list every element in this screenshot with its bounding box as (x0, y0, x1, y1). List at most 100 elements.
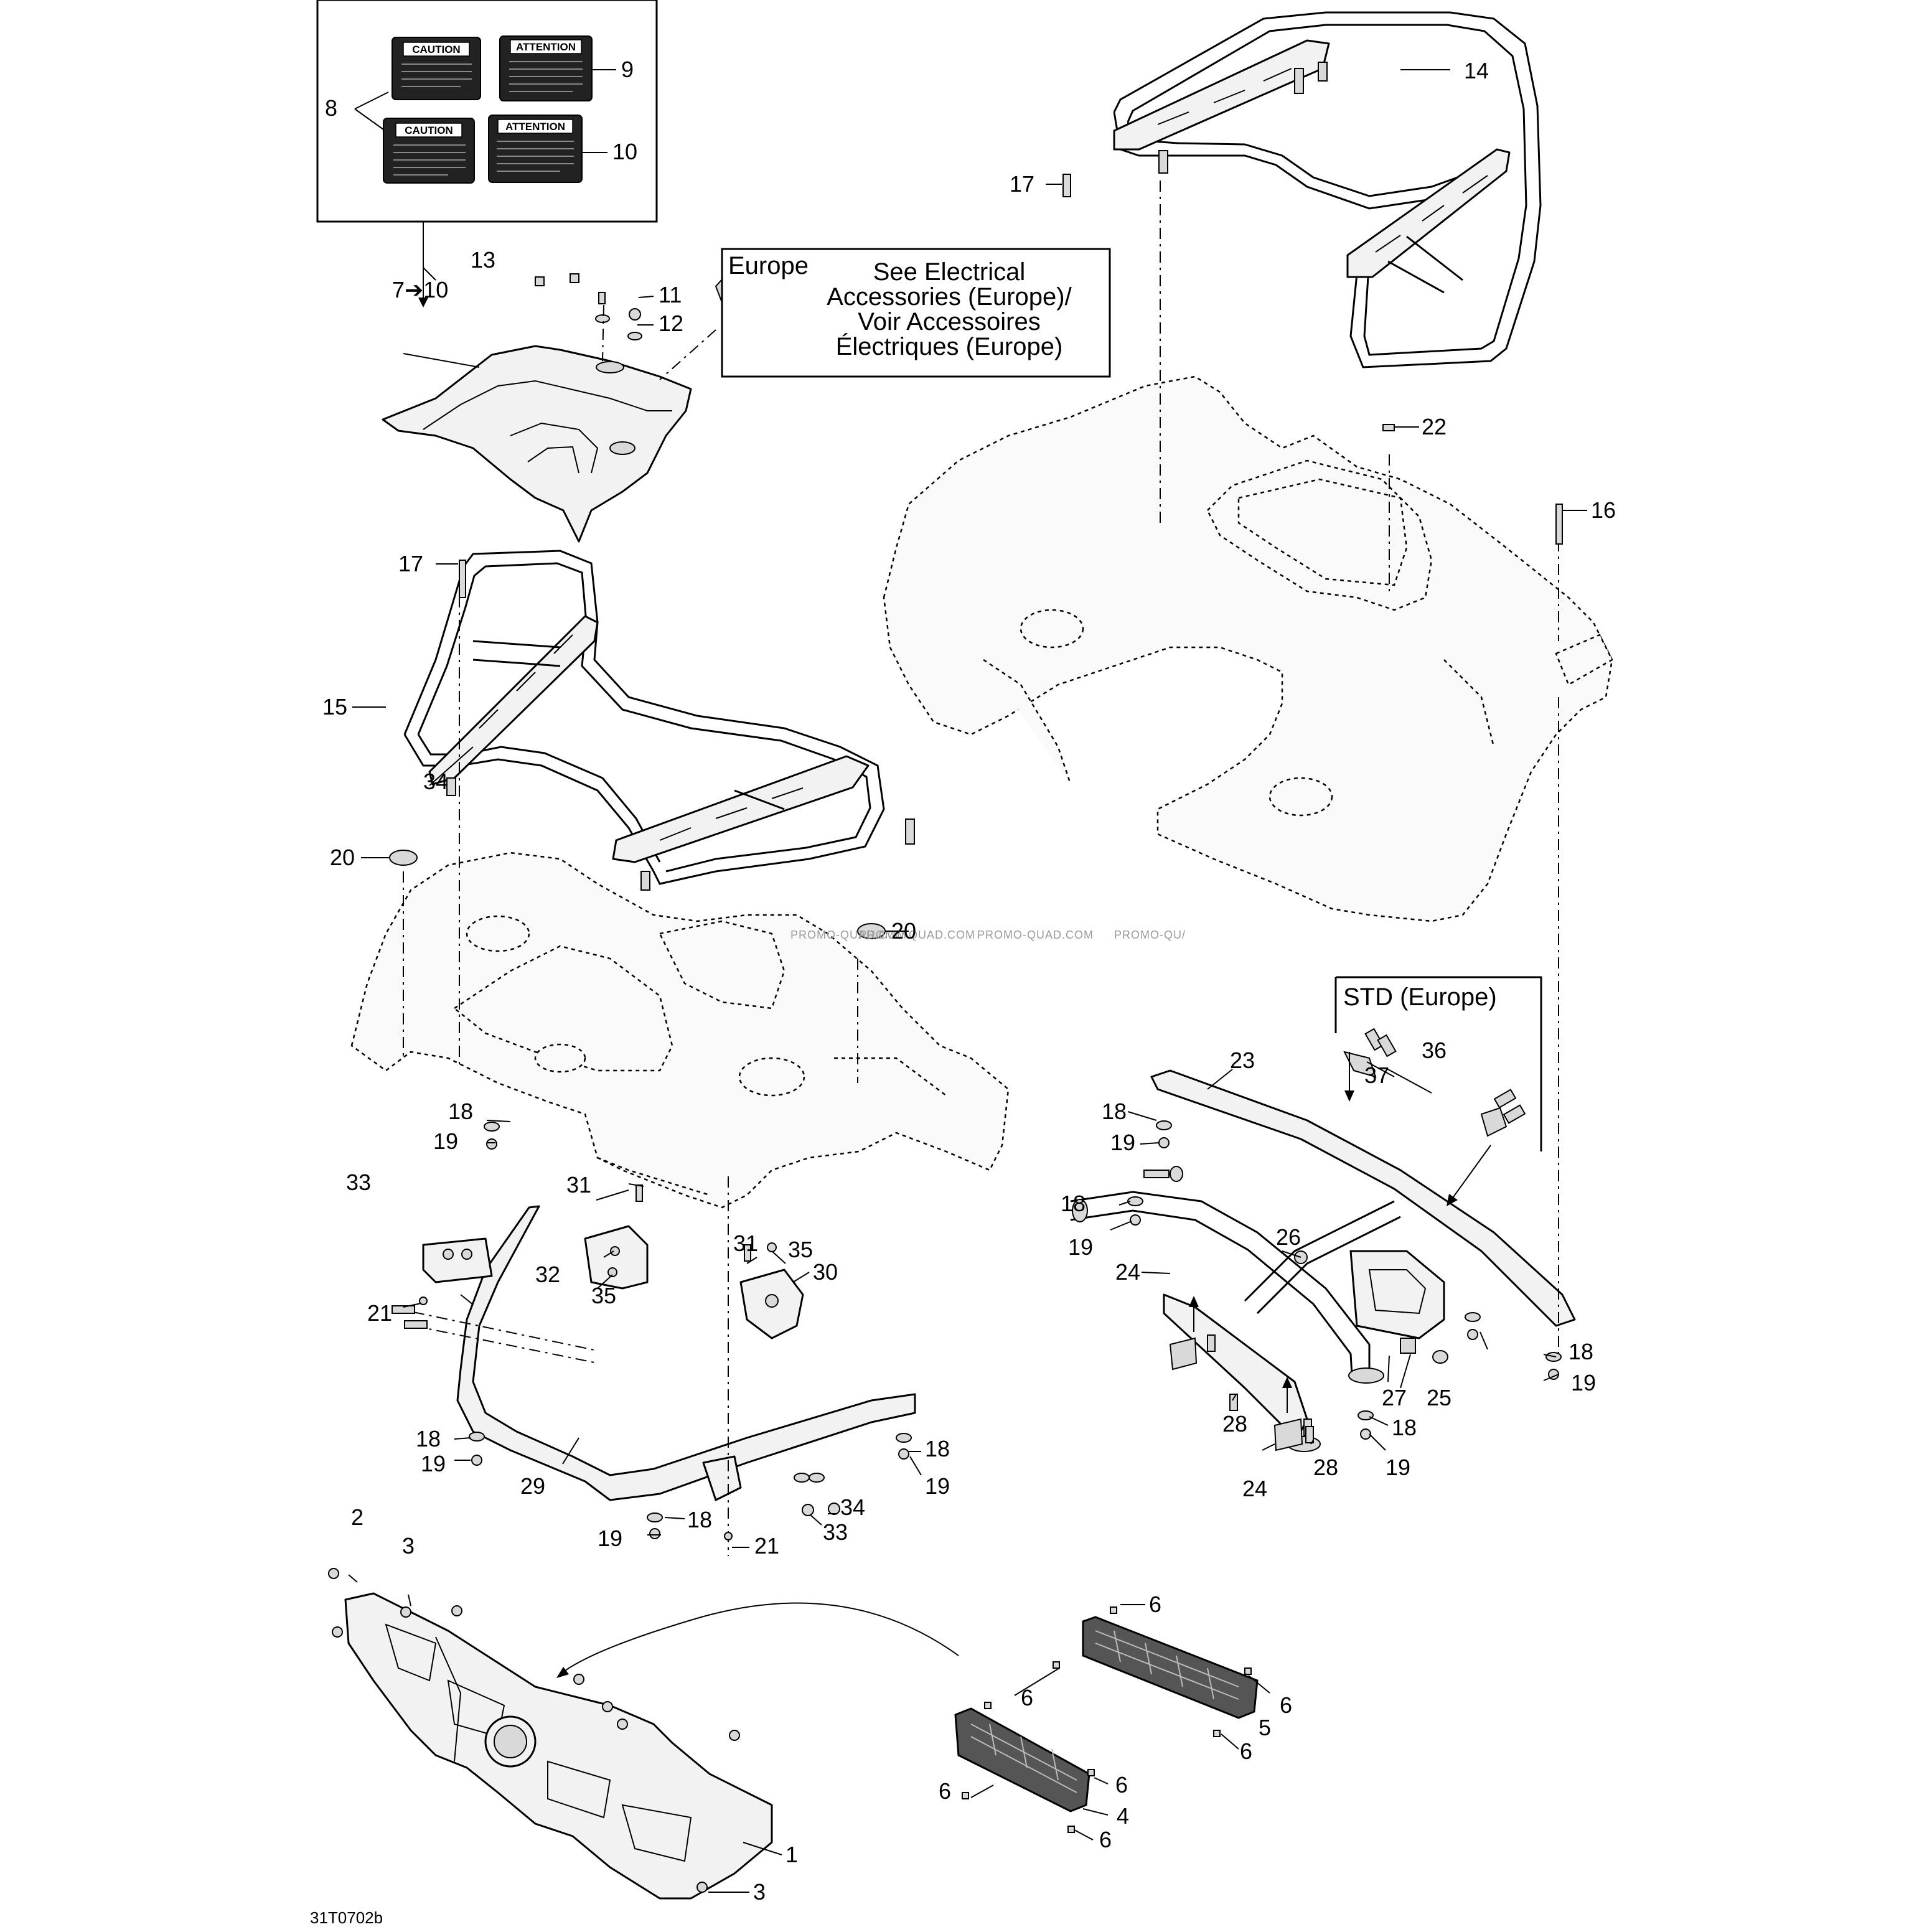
callout-18-e: 18 (448, 1099, 473, 1124)
svg-text:PROMO-QUAD.COM: PROMO-QUAD.COM (859, 929, 975, 941)
callout-3-bottom: 3 (753, 1879, 766, 1905)
callout-34-a: 34 (423, 769, 448, 794)
svg-text:ATTENTION: ATTENTION (505, 121, 565, 133)
callout-33-b: 33 (823, 1519, 848, 1545)
callout-18-f: 18 (416, 1426, 441, 1451)
callout-26: 26 (1276, 1224, 1301, 1250)
callout-18-a: 18 (1102, 1099, 1127, 1124)
callout-6-a: 6 (1149, 1592, 1161, 1617)
console-hardware (535, 273, 642, 340)
svg-text:CAUTION: CAUTION (405, 124, 453, 136)
callout-19-c: 19 (1571, 1370, 1596, 1395)
callout-20-left: 20 (330, 845, 355, 870)
callout-16: 16 (1591, 497, 1616, 523)
callout-6-c: 6 (1280, 1692, 1292, 1718)
watermark: PROMO-QUAD.COM PROMO-QUAD.COM PROMO-QUAD… (790, 929, 1186, 941)
svg-text:PROMO-QU/: PROMO-QU/ (1114, 929, 1186, 941)
callout-6-b: 6 (1021, 1685, 1033, 1710)
callout-leaders (348, 69, 1587, 1893)
callout-12: 12 (659, 311, 683, 336)
caution-decal-2: CAUTION (383, 118, 475, 184)
callout-labels: 8 9 10 7➔10 13 11 12 14 17 22 16 17 15 2… (322, 57, 1616, 1905)
callout-18-c: 18 (1569, 1339, 1593, 1364)
fasteners (392, 174, 1563, 1540)
callout-10: 10 (612, 139, 637, 164)
front-bumper-cover (344, 1592, 773, 1900)
callout-18-b: 18 (1061, 1191, 1086, 1216)
callout-33-a: 33 (346, 1170, 371, 1195)
callout-34-b: 34 (840, 1494, 865, 1520)
front-fender (350, 851, 1010, 1209)
europe-line-4: Électriques (Europe) (836, 332, 1063, 360)
attention-decal-1: ATTENTION (499, 35, 593, 101)
callout-28-a: 28 (1222, 1411, 1247, 1437)
callout-20-right: 20 (891, 918, 916, 944)
callout-11: 11 (659, 282, 682, 307)
bumper-screws (328, 1568, 740, 1893)
grille-upper (1082, 1616, 1259, 1719)
caution-decal-1: CAUTION (392, 37, 481, 100)
svg-text:CAUTION: CAUTION (412, 44, 460, 55)
front-bumper-bracket (422, 1205, 916, 1501)
europe-bolts (1343, 1028, 1526, 1137)
callout-18-g: 18 (925, 1436, 950, 1461)
europe-title: Europe (728, 252, 809, 279)
callout-19-f: 19 (421, 1451, 446, 1476)
callout-30: 30 (813, 1259, 838, 1285)
callout-27: 27 (1382, 1385, 1407, 1410)
std-europe-title: STD (Europe) (1343, 983, 1497, 1011)
callout-25: 25 (1427, 1385, 1451, 1410)
callout-19-h: 19 (598, 1526, 622, 1551)
callout-19-e: 19 (433, 1128, 458, 1154)
diagram-reference: 31T0702b (310, 1908, 383, 1927)
callout-14: 14 (1464, 58, 1489, 83)
callout-35-b: 35 (788, 1237, 813, 1262)
callout-6-g: 6 (1099, 1827, 1112, 1852)
rear-bumper-frame (1070, 1069, 1576, 1452)
callout-18-d: 18 (1392, 1415, 1417, 1440)
callout-2: 2 (351, 1504, 363, 1530)
callout-9: 9 (621, 57, 634, 82)
callout-1: 1 (785, 1842, 798, 1867)
rear-rack (1113, 11, 1542, 368)
callout-21-b: 21 (754, 1533, 779, 1559)
callout-15: 15 (322, 694, 347, 720)
callout-6-d: 6 (1240, 1738, 1252, 1764)
svg-text:PROMO-QUAD.COM: PROMO-QUAD.COM (977, 929, 1094, 941)
callout-17: 17 (398, 551, 423, 576)
callout-28-b: 28 (1313, 1455, 1338, 1480)
callout-6-e: 6 (1115, 1772, 1128, 1798)
europe-line-1: See Electrical (873, 258, 1026, 286)
europe-line-3: Voir Accessoires (858, 308, 1040, 335)
callout-19-b: 19 (1068, 1234, 1093, 1260)
callout-32: 32 (535, 1262, 560, 1287)
grommets (389, 850, 886, 939)
callout-24-b: 24 (1242, 1476, 1267, 1501)
svg-text:PROMO-QUAD.COM: PROMO-QUAD.COM (790, 929, 907, 941)
callout-5: 5 (1259, 1715, 1271, 1740)
callout-19-d: 19 (1386, 1455, 1410, 1480)
callout-18-h: 18 (687, 1507, 712, 1532)
callout-36: 36 (1422, 1038, 1447, 1063)
callout-29: 29 (520, 1473, 545, 1499)
callout-7-10: 7➔10 (392, 277, 448, 302)
callout-8: 8 (325, 95, 337, 121)
callout-24-a: 24 (1115, 1259, 1140, 1285)
callout-31-b: 31 (733, 1231, 758, 1256)
callout-37: 37 (1364, 1062, 1389, 1088)
std-europe-box: STD (Europe) (1334, 976, 1542, 1151)
callout-23: 23 (1230, 1048, 1255, 1073)
callout-3-top: 3 (402, 1533, 415, 1559)
callout-13: 13 (471, 247, 495, 273)
rear-fender (883, 375, 1613, 922)
callout-6-f: 6 (939, 1778, 951, 1804)
callout-35-a: 35 (591, 1283, 616, 1308)
decal-kit-box: CAUTION ATTENTION CAUTION (316, 0, 658, 223)
svg-text:ATTENTION: ATTENTION (516, 41, 576, 53)
callout-4: 4 (1117, 1803, 1129, 1829)
europe-note-box: Europe See Electrical Accessories (Europ… (721, 248, 1111, 378)
callout-19-g: 19 (925, 1473, 950, 1499)
callout-22: 22 (1422, 414, 1447, 439)
callout-17-top: 17 (1010, 171, 1034, 197)
